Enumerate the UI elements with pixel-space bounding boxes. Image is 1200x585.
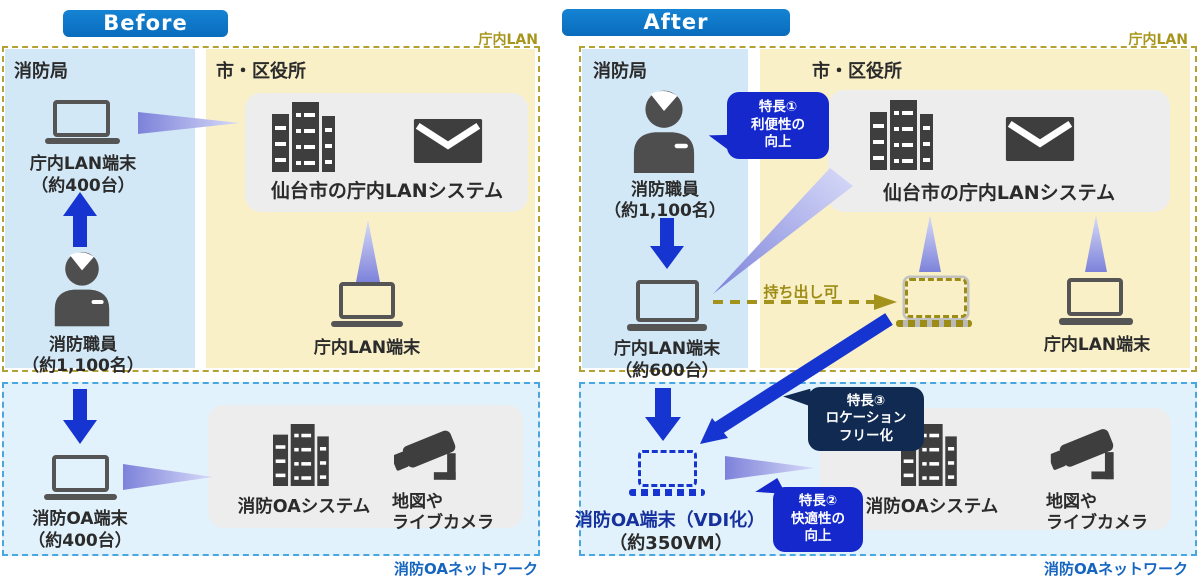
after-city-lan-terminal-label: 庁内LAN端末: [1043, 335, 1151, 355]
before-city-lan-terminal-laptop-base: [331, 321, 403, 327]
before-city-office-label: 市・区役所: [216, 61, 306, 82]
before-lan-terminal-label: 庁内LAN端末: [29, 154, 137, 174]
before-staff-person-icon: [50, 246, 114, 330]
after-lan-terminal-laptop-base: [627, 324, 707, 331]
before-city-lan-terminal-laptop-icon: [339, 282, 395, 319]
feature1-line3: 向上: [764, 134, 792, 151]
after-staff-person-icon: [625, 88, 703, 173]
before-oa-system-server-icon: [272, 424, 336, 486]
before-oa-terminal-laptop-base: [44, 494, 117, 500]
after-oa-network-label: 消防OAネットワーク: [1044, 560, 1188, 578]
before-oa-terminal-label: 消防OA端末: [32, 509, 128, 529]
feature1-bubble-tail: [706, 131, 734, 152]
feature1-bubble: 特長① 利便性の 向上: [706, 92, 829, 159]
feature3-line1: 特長③: [846, 392, 886, 409]
feature1-line2: 利便性の: [751, 116, 805, 133]
after-lan-terminal-count: （約600台）: [615, 361, 719, 381]
vdi-terminal-label: 消防OA端末（VDI化）: [574, 510, 766, 531]
before-lan-zone-label: 庁内LAN: [478, 32, 538, 48]
before-camera-label-1: 地図や: [392, 492, 443, 512]
vdi-laptop-dashed-icon: [638, 450, 697, 487]
takeout-laptop-dashed-base: [896, 320, 972, 327]
before-oa-system-box: [208, 405, 523, 528]
after-lan-terminal-label: 庁内LAN端末: [613, 339, 721, 359]
before-city-system-server-icon: [272, 102, 342, 172]
after-city-system-label: 仙台市の庁内LANシステム: [882, 182, 1116, 204]
feature2-line2: 快適性の: [791, 510, 845, 527]
before-camera-icon: [394, 428, 468, 486]
before-lan-terminal-laptop-icon: [53, 100, 110, 137]
after-camera-label-2: ライブカメラ: [1046, 513, 1148, 533]
after-city-system-server-icon: [870, 100, 940, 170]
before-city-lan-terminal-label: 庁内LAN端末: [313, 338, 421, 358]
feature2-bubble: 特長② 快適性の 向上: [754, 477, 863, 552]
feature3-line3: フリー化: [839, 427, 893, 444]
feature2-line1: 特長②: [798, 493, 838, 510]
feature2-line3: 向上: [804, 528, 832, 545]
vdi-laptop-dashed-base: [629, 489, 705, 496]
after-lan-zone-label: 庁内LAN: [1128, 32, 1188, 48]
after-city-system-mail-icon: [1005, 117, 1075, 161]
feature1-line1: 特長①: [758, 99, 798, 116]
after-header-badge: After: [562, 9, 790, 36]
before-city-system-label: 仙台市の庁内LANシステム: [270, 180, 504, 202]
before-camera-label-2: ライブカメラ: [392, 513, 494, 533]
after-city-office-label: 市・区役所: [812, 61, 902, 82]
after-oa-system-label: 消防OAシステム: [865, 497, 999, 517]
after-camera-label-1: 地図や: [1046, 492, 1097, 512]
before-staff-label: 消防職員: [49, 335, 117, 355]
after-lan-terminal-laptop-icon: [636, 280, 699, 322]
takeout-label: 持ち出し可: [763, 283, 839, 301]
before-oa-terminal-laptop-icon: [52, 455, 109, 492]
after-camera-icon: [1050, 427, 1127, 485]
vdi-terminal-count: （約350VM）: [609, 533, 733, 554]
after-staff-label: 消防職員: [631, 180, 699, 200]
takeout-laptop-dashed-icon: [905, 278, 967, 318]
after-staff-count: （約1,100名）: [604, 201, 726, 221]
before-lan-terminal-count: （約400台）: [31, 176, 135, 196]
after-city-lan-terminal-laptop-base: [1059, 318, 1133, 325]
before-staff-count: （約1,100名）: [22, 356, 144, 376]
after-city-lan-terminal-laptop-icon: [1067, 278, 1123, 316]
before-city-system-mail-icon: [413, 119, 483, 163]
feature3-line2: ロケーション: [825, 410, 907, 427]
before-fire-dept-label: 消防局: [14, 61, 68, 82]
before-oa-system-label: 消防OAシステム: [237, 497, 371, 517]
after-fire-dept-label: 消防局: [593, 61, 647, 82]
feature3-bubble: 特長③ ロケーション フリー化: [782, 387, 924, 451]
before-lan-terminal-laptop-base: [45, 138, 120, 144]
before-oa-network-label: 消防OAネットワーク: [394, 560, 538, 578]
before-header-badge: Before: [63, 10, 228, 37]
before-oa-terminal-count: （約400台）: [28, 531, 132, 551]
